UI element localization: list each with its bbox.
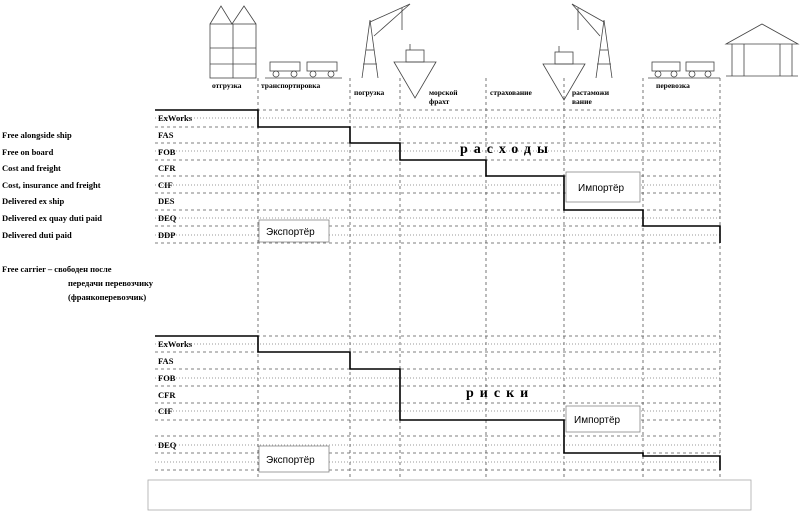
free-carrier-line: передачи перевозчику	[68, 278, 154, 288]
stage-separators	[257, 78, 721, 478]
importer-label: Импортёр	[574, 415, 621, 426]
term-code: FAS	[158, 356, 174, 366]
term-name: Delivered duti paid	[2, 230, 72, 240]
bottom-bar	[147, 479, 752, 511]
railcars-icon	[265, 61, 342, 79]
stage-label: страхование	[490, 88, 532, 97]
term-code: DEQ	[158, 213, 177, 223]
stage-label: отгрузка	[212, 81, 242, 90]
exporter-box: Экспортёр	[258, 445, 330, 473]
stage-label: морской	[429, 88, 458, 97]
term-code: DES	[158, 196, 175, 206]
term-name: Delivered ex ship	[2, 196, 64, 206]
term-code: FAS	[158, 130, 174, 140]
risks-staircase	[155, 335, 721, 470]
term-code: ExWorks	[158, 339, 193, 349]
ship-icon	[542, 46, 586, 101]
exporter-box: Экспортёр	[258, 219, 330, 243]
term-name: Free alongside ship	[2, 130, 72, 140]
term-code: FOB	[158, 373, 176, 383]
term-code: DDP	[158, 230, 175, 240]
risks-label: риски	[466, 386, 534, 401]
term-name: Delivered ex quay duti paid	[2, 213, 102, 223]
stage-label: транспортировка	[261, 81, 320, 90]
costs-label: расходы	[460, 142, 554, 157]
term-code: ExWorks	[158, 113, 193, 123]
free-carrier-line: Free carrier – свободен после	[2, 264, 112, 274]
term-name: Free on board	[2, 147, 54, 157]
stage-label: погрузка	[354, 88, 385, 97]
crane-icon	[361, 3, 411, 79]
term-code: DEQ	[158, 440, 177, 450]
stage-label: перевозка	[656, 81, 690, 90]
gazebo-icon	[724, 23, 800, 77]
term-code: CFR	[158, 163, 176, 173]
importer-box: Импортёр	[565, 405, 641, 433]
free-carrier-line: (франкоперевозчик)	[68, 292, 146, 302]
importer-label: Импортёр	[578, 183, 625, 194]
term-name: Cost, insurance and freight	[2, 180, 101, 190]
ship-icon	[393, 44, 437, 99]
exporter-label: Экспортёр	[266, 455, 315, 466]
term-code: FOB	[158, 147, 176, 157]
warehouse-icon	[209, 5, 257, 79]
exporter-label: Экспортёр	[266, 227, 315, 238]
stage-label: вание	[572, 97, 592, 106]
lower-grid	[155, 335, 720, 471]
crane-icon	[571, 3, 613, 79]
stage-label: фрахт	[429, 97, 450, 106]
term-code: CIF	[158, 406, 173, 416]
term-name: Cost and freight	[2, 163, 61, 173]
term-code: CFR	[158, 390, 176, 400]
term-code: CIF	[158, 180, 173, 190]
railcars-icon	[648, 61, 720, 79]
costs-staircase	[155, 109, 721, 243]
stage-label: растаможи	[572, 88, 610, 97]
importer-box: Импортёр	[565, 171, 641, 203]
